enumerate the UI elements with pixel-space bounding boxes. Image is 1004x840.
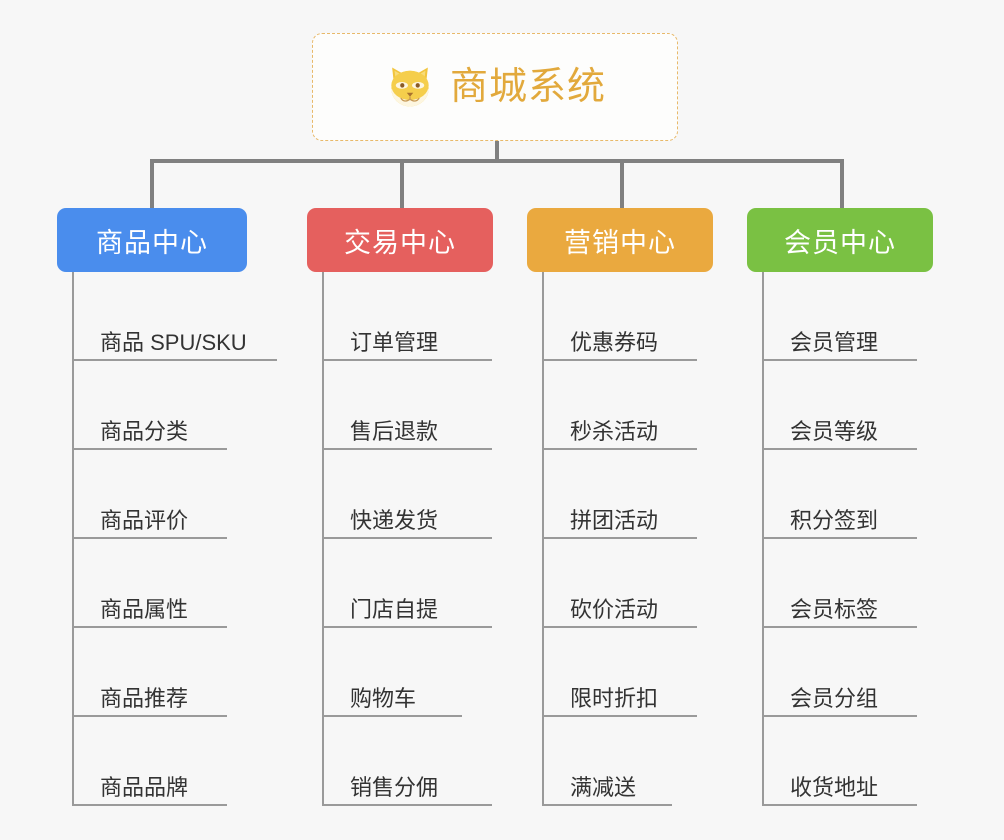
- leaf-item[interactable]: 售后退款: [322, 361, 492, 450]
- leaf-item-label: 砍价活动: [570, 596, 659, 622]
- connector-drop-4: [840, 159, 844, 209]
- leaf-item-label: 购物车: [350, 685, 417, 711]
- leaf-item[interactable]: 销售分佣: [322, 717, 492, 806]
- leaf-item-label: 秒杀活动: [570, 418, 659, 444]
- leaf-item-label: 满减送: [570, 774, 637, 800]
- branch-trunk-line: [542, 272, 544, 806]
- leaf-item-label: 积分签到: [790, 507, 879, 533]
- root-node[interactable]: 商城系统: [312, 33, 678, 141]
- leaf-item-label: 门店自提: [350, 596, 439, 622]
- leaf-item-label: 商品属性: [100, 596, 189, 622]
- leaf-item[interactable]: 商品属性: [72, 539, 227, 628]
- leaf-item-label: 售后退款: [350, 418, 439, 444]
- leaf-item[interactable]: 满减送: [542, 717, 672, 806]
- connector-drop-2: [400, 159, 404, 209]
- leaf-item-label: 商品品牌: [100, 774, 189, 800]
- leaf-item-label: 限时折扣: [570, 685, 659, 711]
- leaf-item[interactable]: 商品 SPU/SKU: [72, 272, 277, 361]
- category-box-4[interactable]: 会员中心: [747, 208, 933, 272]
- connector-drop-3: [620, 159, 624, 209]
- leaf-item[interactable]: 拼团活动: [542, 450, 697, 539]
- leaf-item-label: 收货地址: [790, 774, 879, 800]
- leaf-item[interactable]: 积分签到: [762, 450, 917, 539]
- leaf-item[interactable]: 商品品牌: [72, 717, 227, 806]
- branch-trunk-line: [322, 272, 324, 806]
- leaf-item[interactable]: 限时折扣: [542, 628, 697, 717]
- leaf-item[interactable]: 砍价活动: [542, 539, 697, 628]
- leaf-item[interactable]: 商品评价: [72, 450, 227, 539]
- leaf-item-label: 快递发货: [350, 507, 439, 533]
- shiba-dog-icon: [391, 67, 429, 107]
- leaf-item-label: 拼团活动: [570, 507, 659, 533]
- branch-trunk-line: [72, 272, 74, 806]
- leaf-item-label: 优惠券码: [570, 329, 659, 355]
- leaf-item[interactable]: 商品推荐: [72, 628, 227, 717]
- leaf-item-label: 会员标签: [790, 596, 879, 622]
- root-title: 商城系统: [449, 66, 606, 108]
- leaf-item[interactable]: 会员标签: [762, 539, 917, 628]
- category-label: 营销中心: [564, 227, 676, 258]
- leaf-item-label: 会员等级: [790, 418, 879, 444]
- category-box-1[interactable]: 商品中心: [57, 208, 247, 272]
- category-label: 商品中心: [96, 227, 208, 258]
- leaf-item[interactable]: 商品分类: [72, 361, 227, 450]
- leaf-item-label: 会员管理: [790, 329, 879, 355]
- leaf-item-label: 商品分类: [100, 418, 189, 444]
- leaf-item[interactable]: 收货地址: [762, 717, 917, 806]
- leaf-item-label: 订单管理: [350, 329, 439, 355]
- leaf-item-label: 会员分组: [790, 685, 879, 711]
- leaf-item[interactable]: 优惠券码: [542, 272, 697, 361]
- category-box-3[interactable]: 营销中心: [527, 208, 713, 272]
- category-box-2[interactable]: 交易中心: [307, 208, 493, 272]
- leaf-item-label: 商品 SPU/SKU: [100, 329, 247, 355]
- leaf-item[interactable]: 快递发货: [322, 450, 492, 539]
- leaf-item[interactable]: 订单管理: [322, 272, 492, 361]
- leaf-item[interactable]: 秒杀活动: [542, 361, 697, 450]
- leaf-item[interactable]: 门店自提: [322, 539, 492, 628]
- leaf-item[interactable]: 购物车: [322, 628, 462, 717]
- leaf-item[interactable]: 会员管理: [762, 272, 917, 361]
- branch-trunk-line: [762, 272, 764, 806]
- category-label: 会员中心: [784, 227, 896, 258]
- leaf-item-label: 商品评价: [100, 507, 189, 533]
- category-label: 交易中心: [344, 227, 456, 258]
- connector-root-stem: [495, 141, 499, 162]
- leaf-item[interactable]: 会员分组: [762, 628, 917, 717]
- leaf-item[interactable]: 会员等级: [762, 361, 917, 450]
- connector-bus: [150, 159, 840, 163]
- leaf-item-label: 商品推荐: [100, 685, 189, 711]
- connector-drop-1: [150, 159, 154, 209]
- leaf-item-label: 销售分佣: [350, 774, 439, 800]
